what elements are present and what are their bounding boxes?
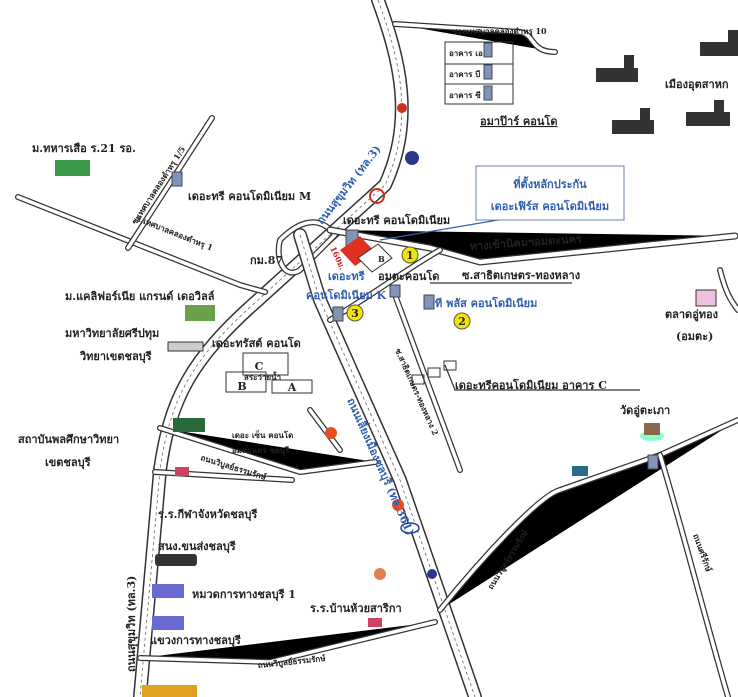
- label-california: ม.แคลิฟอร์เนีย แกรนด์ เดอวิลล์: [65, 290, 215, 303]
- gas-station-icon: [325, 103, 437, 580]
- label-highway-1: หมวดการทางชลบุรี 1: [192, 588, 296, 602]
- seven-eleven-icon: [340, 236, 393, 273]
- label-pool: สระว่ายน้ำ: [244, 371, 281, 382]
- factory-icon: [596, 30, 738, 134]
- callout-box: [475, 165, 625, 221]
- location-markers: 1 2 3: [346, 246, 471, 330]
- callout-line-1: ที่ตั้งหลักประกัน: [513, 176, 587, 191]
- top-buildings: [444, 41, 514, 105]
- road-label-sathit: ซ.สาธิตเกษตร-ทองหลาง: [462, 269, 580, 282]
- label-the-tree-m: เดอะทรี คอนโดมิเนียม M: [188, 189, 311, 203]
- label-km87: กม.87: [250, 254, 283, 267]
- road-label-soi-10: ซอยเทศบาลคลองตำหรุ 10: [452, 26, 547, 37]
- label-market-2: (อมตะ): [676, 330, 713, 343]
- label-school-bottom: ร.ร.บ้านห้วยสาริกา: [310, 602, 402, 615]
- label-the-zen-1: เดอะ เซ็น คอนโด: [232, 429, 293, 440]
- bus-icon: [155, 554, 197, 566]
- trust-buildings: [225, 352, 313, 394]
- label-the-trust: เดอะทรัสต์ คอนโด: [212, 336, 301, 350]
- label-sripatum-2: วิทยาเขตชลบุรี: [79, 350, 151, 364]
- marker-1: 1: [406, 249, 414, 262]
- label-building-c-top: อาคาร ซี: [449, 90, 481, 100]
- label-the-tree-k-1: เดอะทรี: [328, 270, 365, 283]
- label-building-b-top: อาคาร บี: [449, 69, 480, 79]
- market-icon: [695, 289, 717, 307]
- label-building-a-top: อาคาร เอ: [449, 48, 483, 58]
- school-icon: [55, 160, 215, 432]
- road-label-sukhumvit-bottom: ถนนสุขุมวิท (ทล.3): [125, 576, 139, 672]
- the-tree-c-blocks: [411, 360, 457, 385]
- label-tiger-village: ม.ทหารเสือ ร.21 รอ.: [32, 142, 136, 155]
- temple-icon: [640, 423, 664, 441]
- label-the-zen-2: อมตะนคร ชลบุรี: [232, 445, 290, 456]
- logo-block: [142, 685, 197, 697]
- label-building-b: B: [237, 380, 246, 393]
- label-the-tree-c: เดอะทรีคอนโดมิเนียม อาคาร C: [455, 378, 607, 392]
- label-industrial: เมืองอุตสาหก: [665, 78, 729, 92]
- label-building-a: A: [287, 381, 297, 394]
- flag-icon: [175, 467, 382, 627]
- label-t-plus: ที พลัส คอนโดมิเนียม: [435, 296, 537, 310]
- label-building-c: C: [255, 360, 264, 373]
- label-highway-2: แขวงการทางชลบุรี: [150, 634, 241, 648]
- label-market-1: ตลาดอู่ทอง: [665, 308, 718, 322]
- label-building-b-mid: B: [378, 254, 385, 264]
- label-amata-condo: อมตะคอนโด: [378, 269, 439, 283]
- office-icon: [152, 584, 184, 630]
- label-tech-1: สถาบันพลศึกษาวิทยา: [18, 433, 119, 446]
- marker-2: 2: [458, 315, 466, 328]
- roads: [18, 0, 738, 697]
- label-sripatum-1: มหาวิทยาลัยศรีปทุม: [65, 327, 159, 341]
- label-the-tree-main: เดอะทรี คอนโดมิเนียม: [343, 213, 450, 227]
- label-amata-condo-top: อมาป๊าร์ คอนโด: [480, 114, 557, 128]
- label-sports-school: ร.ร.กีฬาจังหวัดชลบุรี: [158, 508, 257, 522]
- callout-leader: [379, 217, 511, 241]
- label-temple: วัดอู่ตะเภา: [620, 404, 670, 418]
- pointer-the-tree-c: [444, 364, 640, 391]
- callout-line-2: เดอะเฟิร์ส คอนโดมิเนียม: [491, 199, 609, 213]
- label-transport: สนง.ขนส่งชลบุรี: [158, 540, 236, 554]
- marker-3: 3: [351, 307, 359, 320]
- bank-icon: [572, 466, 588, 476]
- building-icon: [171, 42, 659, 470]
- label-the-tree-k-2: คอนโดมิเนียม K: [306, 288, 387, 302]
- label-tech-2: เขตชลบุรี: [45, 456, 91, 470]
